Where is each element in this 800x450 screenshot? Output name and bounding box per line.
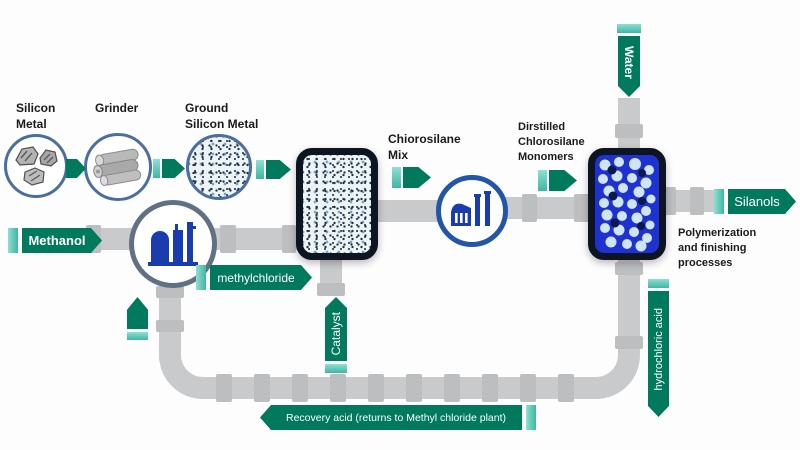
factory-chimneys-icon: [451, 191, 491, 226]
methyl-chloride-plant-node: [129, 200, 217, 288]
methylchloride-arrow-cap: [196, 265, 206, 290]
pipe-joint: [482, 374, 498, 402]
pipe-joint: [558, 374, 574, 402]
methylchloride-flow-arrow: methylchloride: [210, 265, 312, 290]
silanols-arrow-cap: [714, 189, 724, 214]
distillation-plant-node: [436, 175, 508, 247]
pipe-joint: [220, 225, 236, 253]
recycle-up-arrow-icon: [127, 297, 148, 329]
hydrochloric-acid-flow-arrow: hydrochloric acid: [648, 291, 669, 417]
fluidized-bed-reactor-icon: [296, 148, 378, 260]
silanols-flow-arrow: Silanols: [728, 189, 796, 214]
pipe-joint: [156, 320, 184, 332]
polymer-beads: [598, 157, 656, 252]
pipe-joint: [282, 225, 296, 253]
pipe-joint: [156, 286, 184, 298]
flow-arrow-cap: [538, 170, 547, 191]
water-arrow-cap: [617, 24, 641, 33]
flow-arrow-icon: [549, 170, 577, 191]
polymerization-label: Polymerization and finishing processes: [678, 227, 757, 269]
methanol-flow-arrow: Methanol: [22, 228, 102, 253]
pipe-reactor1-to-plant2: [374, 200, 440, 222]
pipe-joint: [368, 374, 384, 402]
pipe-joint: [254, 374, 270, 402]
pipe-joint: [574, 194, 589, 222]
ground-silicon-label: Ground Silicon Metal: [185, 101, 259, 132]
flow-arrow-icon: [266, 160, 291, 179]
pipe-joint: [615, 336, 643, 349]
pipe-joint: [522, 194, 537, 222]
grinder-node: [84, 133, 152, 201]
flow-arrow-icon: [162, 159, 185, 178]
flow-arrow-cap: [127, 332, 148, 340]
pipe-joint: [615, 124, 643, 138]
pipe-joint: [292, 374, 308, 402]
pipe-joint: [520, 374, 536, 402]
pipe-joint: [444, 374, 460, 402]
flow-arrow-cap: [153, 159, 160, 178]
recovery-acid-flow-arrow: Recovery acid (returns to Methyl chlorid…: [260, 405, 522, 430]
silanols-label: Silanols: [734, 194, 780, 209]
pipe-joint: [330, 374, 346, 402]
grinder-rollers-icon: [93, 148, 142, 187]
grinder-label: Grinder: [95, 101, 139, 115]
hydrochloric-acid-arrow-cap: [648, 279, 669, 288]
distilled-monomers-label: Dirstilled Chlorosilane Monomers: [518, 121, 585, 163]
flow-arrow-cap: [256, 160, 264, 179]
ground-silicon-node: [186, 134, 252, 200]
catalyst-flow-arrow: Catalyst: [325, 297, 347, 361]
catalyst-label: Catalyst: [329, 311, 343, 356]
flow-arrow-cap: [392, 167, 401, 188]
methanol-label: Methanol: [28, 233, 86, 248]
pipe-elbow-bottom-left: [159, 355, 203, 399]
flow-arrow-icon: [66, 159, 86, 178]
silicon-metal-node: [4, 134, 68, 198]
chlorosilane-mix-label: Chiorosilane Mix: [388, 132, 461, 163]
pipe-joint: [406, 374, 422, 402]
silicon-metal-label: Silicon Metal: [16, 101, 56, 132]
polymer-beads-reactor-icon: [588, 148, 666, 260]
catalyst-arrow-cap: [325, 364, 347, 373]
pipe-joint: [690, 187, 704, 215]
pipe-joint: [615, 262, 643, 275]
water-flow-arrow: Water: [618, 36, 640, 97]
methylchloride-label: methylchloride: [217, 270, 295, 285]
recovery-acid-label: Recovery acid (returns to Methyl chlorid…: [285, 411, 506, 424]
pipe-joint: [317, 283, 345, 296]
methanol-arrow-cap: [8, 228, 18, 253]
recovery-acid-arrow-cap: [526, 405, 536, 430]
hydrochloric-acid-label: hydrochloric acid: [652, 308, 665, 391]
water-label: Water: [622, 45, 636, 79]
flow-arrow-icon: [403, 167, 431, 188]
pipe-elbow-bottom-right: [596, 355, 640, 399]
silicon-rocks-icon: [15, 146, 58, 186]
pipe-reactor2-down: [618, 256, 640, 355]
pipe-joint: [216, 374, 232, 402]
refinery-plant-icon: [148, 222, 198, 266]
